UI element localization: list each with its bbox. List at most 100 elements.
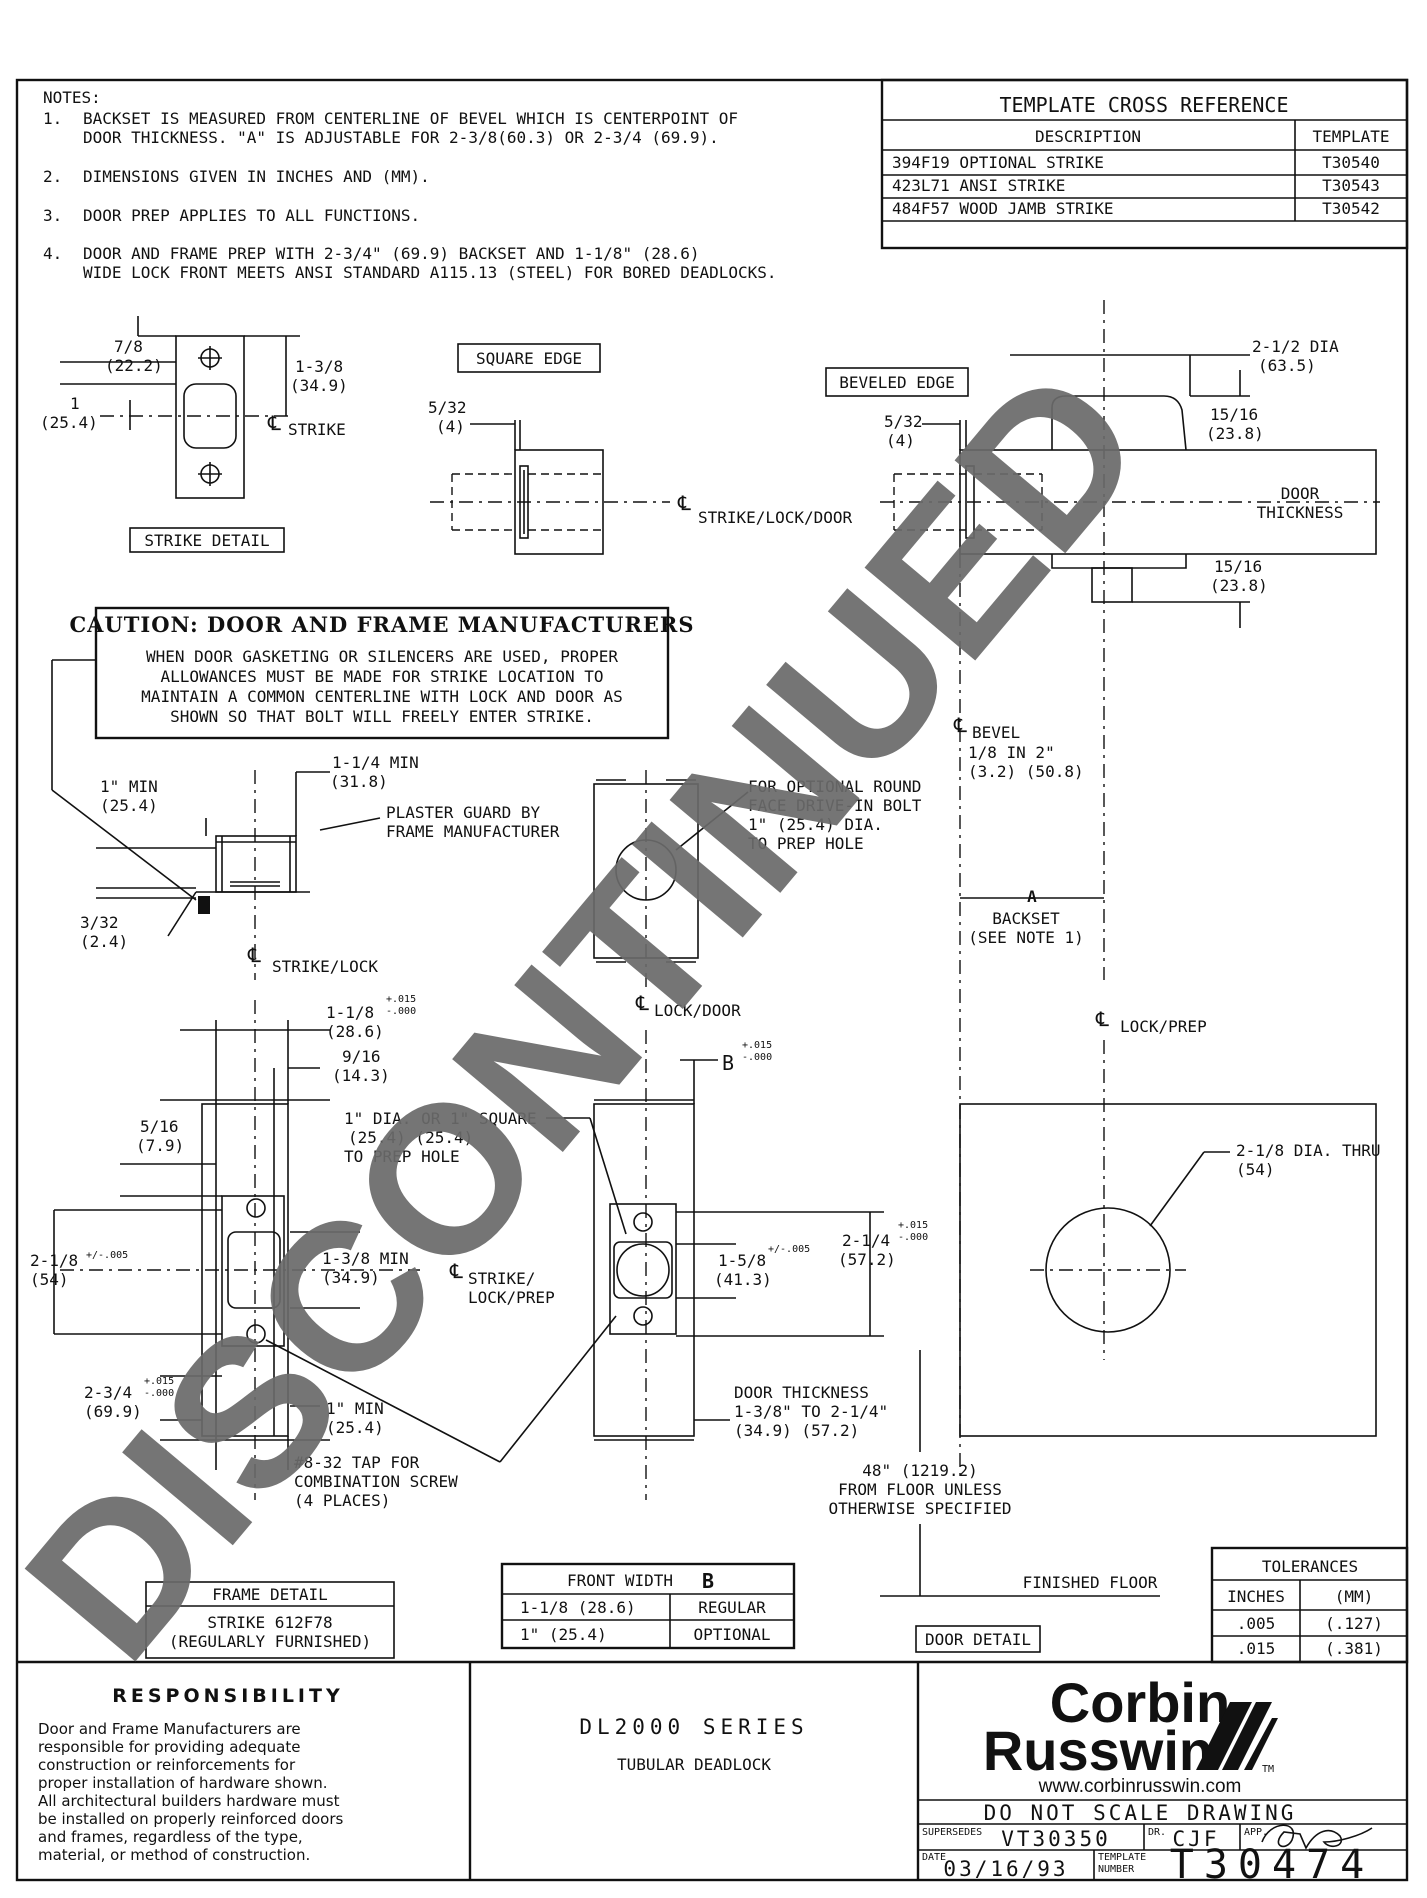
front-width-row1-type: REGULAR — [698, 1598, 766, 1617]
strike-detail: 7/8 (22.2) 1-3/8 (34.9) 1 (25.4) ℄ STRIK… — [40, 316, 348, 553]
front-width-row1-size: 1-1/8 (28.6) — [520, 1598, 636, 1617]
bevel-line2: (3.2) (50.8) — [968, 762, 1084, 781]
backset-a: A — [1027, 887, 1037, 906]
note-1-number: 1. — [43, 109, 62, 128]
responsibility-line7: and frames, regardless of the type, — [38, 1828, 303, 1846]
product-series: DL2000 SERIES — [579, 1715, 808, 1739]
centerline-symbol: ℄ — [953, 713, 967, 737]
frame-detail-w2: 9/16 — [342, 1047, 381, 1066]
lock-front-square-line3: TO PREP HOLE — [344, 1147, 460, 1166]
lock-front-h2-mm: (57.2) — [838, 1250, 896, 1269]
bevel-centerline: BEVEL — [972, 723, 1020, 742]
lock-front-h-mm: (41.3) — [714, 1270, 772, 1289]
supersedes-value: VT30350 — [1001, 1827, 1111, 1851]
frame-detail-h4: 2-3/4 — [84, 1383, 132, 1402]
square-edge-section: SQUARE EDGE 5/32 (4) — [428, 343, 670, 555]
lock-front-door-thickness-line1: DOOR THICKNESS — [734, 1383, 869, 1402]
lock-front-h-tol: +/-.005 — [768, 1244, 810, 1255]
cross-reference-row1-description: 394F19 OPTIONAL STRIKE — [892, 153, 1104, 172]
beveled-edge-door-label1: DOOR — [1281, 484, 1320, 503]
beveled-edge-dia: 2-1/2 DIA — [1252, 337, 1339, 356]
lock-front-centerline2-line2: LOCK/PREP — [468, 1288, 555, 1307]
frame-detail-strike: STRIKE 612F78 — [207, 1613, 332, 1632]
lock-front-b-tol2: -.000 — [742, 1052, 772, 1063]
cross-reference-row2-description: 423L71 ANSI STRIKE — [892, 176, 1065, 195]
frame-detail-h1: 5/16 — [140, 1117, 179, 1136]
drawn-by-value: CJF — [1173, 1827, 1220, 1851]
template-number-label2: NUMBER — [1098, 1864, 1135, 1875]
caution-line4: SHOWN SO THAT BOLT WILL FREELY ENTER STR… — [170, 707, 594, 726]
square-edge-dimension: 5/32 — [428, 398, 467, 417]
frame-detail-h1-mm: (7.9) — [136, 1136, 184, 1155]
lock-front-door-thickness-line2: 1-3/8" TO 2-1/4" — [734, 1402, 888, 1421]
lock-front-h2-tol2: -.000 — [898, 1232, 928, 1243]
approved-label: APP. — [1244, 1827, 1268, 1838]
responsibility-title: RESPONSIBILITY — [112, 1685, 343, 1707]
lock-front-b: B — [722, 1051, 734, 1075]
frame-detail-furnished: (REGULARLY FURNISHED) — [169, 1632, 371, 1651]
strike-detail-title: STRIKE DETAIL — [144, 531, 269, 550]
round-face-section: FOR OPTIONAL ROUND FACE DRIVE-IN BOLT 1"… — [593, 770, 922, 990]
frame-detail-h4-tol: +.015 — [144, 1376, 174, 1387]
brand-corbin: Corbin — [1050, 1671, 1230, 1734]
bevel-line1: 1/8 IN 2" — [968, 743, 1055, 762]
drawing-border — [15, 78, 1409, 1882]
beveled-edge-door-label2: THICKNESS — [1257, 503, 1344, 522]
brand-url: www.corbinrusswin.com — [1038, 1776, 1242, 1797]
strike-detail-centerline: STRIKE — [288, 420, 346, 439]
caution-line3: MAINTAIN A COMMON CENTERLINE WITH LOCK A… — [141, 687, 623, 706]
note-4-line2: WIDE LOCK FRONT MEETS ANSI STANDARD A115… — [83, 263, 777, 282]
frame-detail-h2-tol: +/-.005 — [86, 1250, 128, 1261]
lock-front-square-line1: 1" DIA. OR 1" SQUARE — [344, 1109, 537, 1128]
door-detail-hole-mm: (54) — [1236, 1160, 1275, 1179]
frame-section-centerline: STRIKE/LOCK — [272, 957, 378, 976]
approval-signature — [1261, 1824, 1373, 1850]
responsibility-line6: be installed on properly reinforced door… — [38, 1810, 343, 1828]
lock-front-detail: ℄ LOCK/DOOR B +.015 -.000 1" DIA. OR 1" … — [344, 991, 1160, 1597]
centerline-symbol: ℄ — [677, 491, 691, 515]
beveled-edge-top: 15/16 — [1210, 405, 1258, 424]
round-face-line3: 1" (25.4) DIA. — [748, 815, 883, 834]
frame-section-plaster-line1: PLASTER GUARD BY — [386, 803, 540, 822]
frame-section: 1" MIN (25.4) 1-1/4 MIN (31.8) PLASTER G… — [51, 659, 560, 980]
frame-section-gap-mm: (2.4) — [80, 932, 128, 951]
brand-russwin: Russwin — [983, 1719, 1213, 1782]
frame-detail-h2: 2-1/8 — [30, 1251, 78, 1270]
lock-front-centerline: LOCK/DOOR — [654, 1001, 741, 1020]
caution-box: CAUTION: DOOR AND FRAME MANUFACTURERS WH… — [69, 606, 694, 740]
responsibility-line8: material, or method of construction. — [38, 1846, 310, 1864]
strike-detail-d3mm: (25.4) — [40, 413, 98, 432]
front-width-b: B — [702, 1569, 714, 1593]
beveled-edge-dimension: 5/32 — [884, 412, 923, 431]
brand-logo-mark — [1196, 1702, 1278, 1770]
cross-reference-col-template: TEMPLATE — [1312, 127, 1389, 146]
responsibility-line4: proper installation of hardware shown. — [38, 1774, 328, 1792]
frame-section-gap: 3/32 — [80, 913, 119, 932]
beveled-edge-section: BEVELED EDGE 5/32 (4) 2-1/2 DIA (63.5) 1… — [825, 300, 1380, 980]
note-3-line1: DOOR PREP APPLIES TO ALL FUNCTIONS. — [83, 206, 420, 225]
cross-reference-row3-template: T30542 — [1322, 199, 1380, 218]
responsibility-line1: Door and Frame Manufacturers are — [38, 1720, 301, 1738]
supersedes-label: SUPERSEDES — [922, 1827, 982, 1838]
lock-front-h2-tol: +.015 — [898, 1220, 928, 1231]
centerline-symbol: ℄ — [267, 411, 281, 435]
caution-title: CAUTION: DOOR AND FRAME MANUFACTURERS — [69, 612, 694, 637]
centerline-symbol: ℄ — [635, 991, 649, 1015]
caution-line1: WHEN DOOR GASKETING OR SILENCERS ARE USE… — [146, 647, 618, 666]
title-block: Corbin Russwin TM www.corbinrusswin.com … — [918, 1671, 1407, 1888]
tolerances-row2-inches: .015 — [1237, 1639, 1276, 1658]
front-width-row2-type: OPTIONAL — [693, 1625, 770, 1644]
centerline-symbol: ℄ — [1095, 1007, 1109, 1031]
brand-trademark: TM — [1262, 1764, 1274, 1775]
frame-detail-w1-mm: (28.6) — [326, 1022, 384, 1041]
beveled-edge-top-mm: (23.8) — [1206, 424, 1264, 443]
lock-front-h: 1-5/8 — [718, 1251, 766, 1270]
round-face-line4: TO PREP HOLE — [748, 834, 864, 853]
responsibility-line5: All architectural builders hardware must — [38, 1792, 340, 1810]
strike-detail-d2: 1-3/8 — [295, 357, 343, 376]
template-number-label1: TEMPLATE — [1098, 1852, 1146, 1863]
lock-front-floor-line3: OTHERWISE SPECIFIED — [828, 1499, 1011, 1518]
frame-detail-h2-mm: (54) — [30, 1270, 69, 1289]
strike-detail-d1mm: (22.2) — [105, 356, 163, 375]
